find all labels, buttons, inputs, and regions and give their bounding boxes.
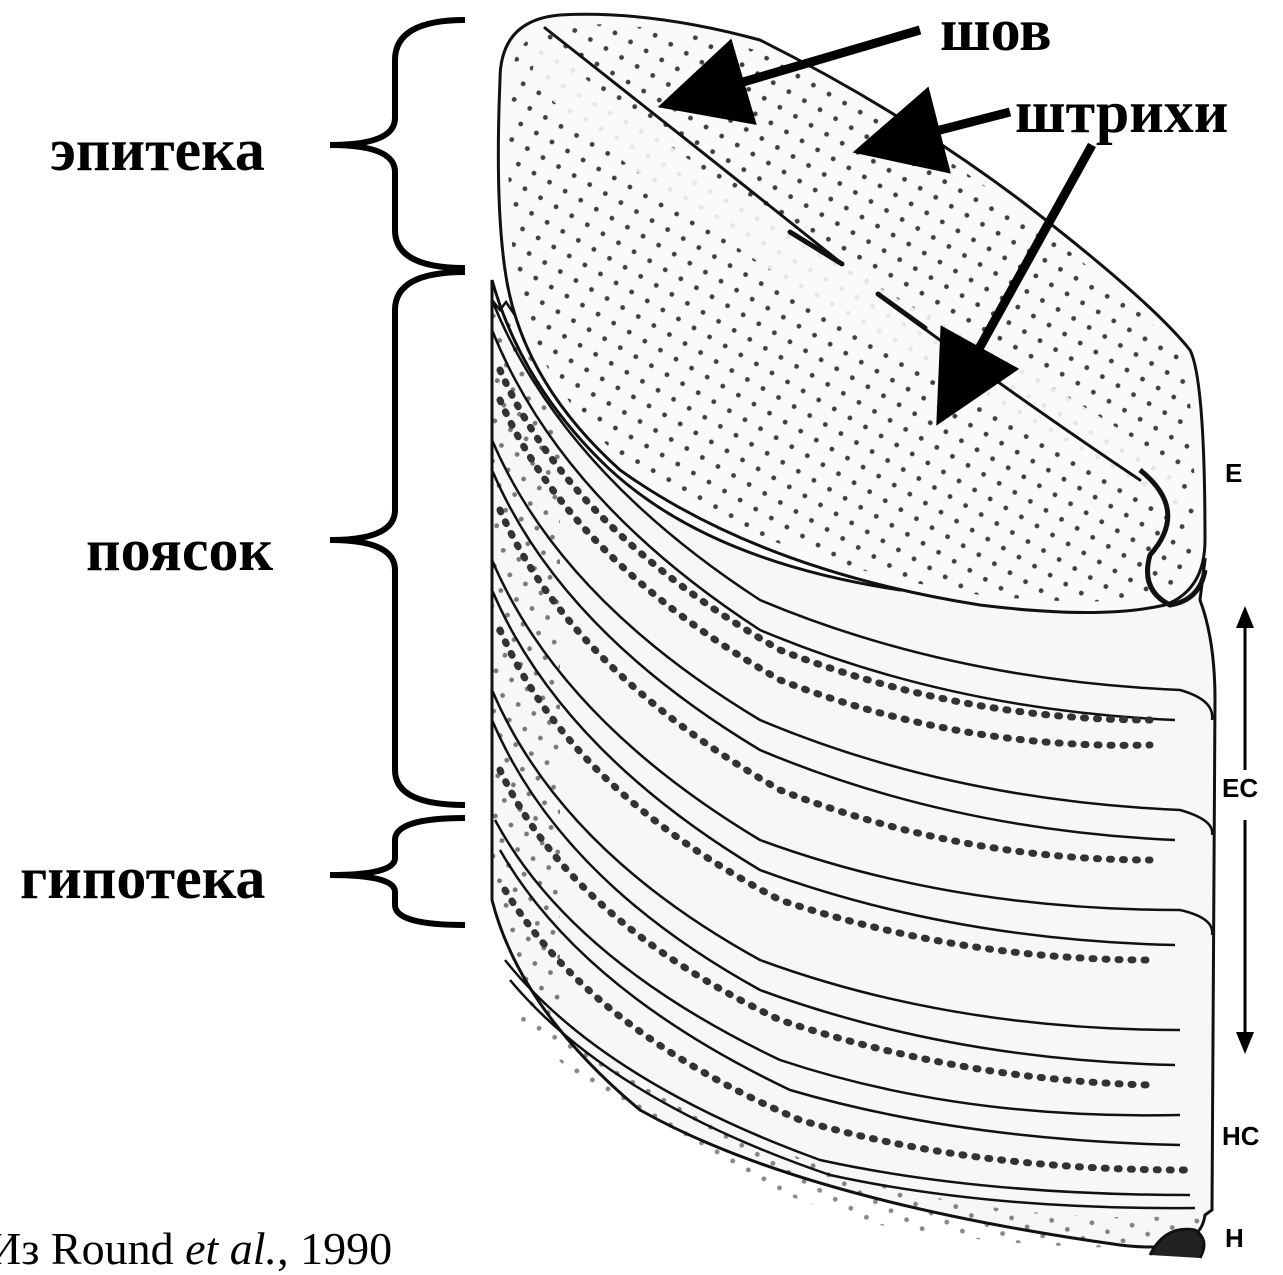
frustule-illustration — [492, 14, 1215, 1258]
girdle-label: поясок — [86, 520, 273, 580]
credit-italic: et al. — [185, 1223, 277, 1274]
hypotheca-label: гипотека — [20, 848, 265, 908]
raphe-label: шов — [940, 0, 1052, 60]
girdle-brace — [330, 272, 465, 805]
epitheca-label: эпитека — [50, 120, 265, 180]
side-label-hc: HC — [1222, 1123, 1260, 1149]
source-credit: Из Round et al., 1990 — [0, 1222, 392, 1275]
ec-double-arrow — [1236, 606, 1254, 1054]
side-label-e: E — [1225, 460, 1242, 486]
side-label-ec: EC — [1222, 775, 1258, 801]
credit-prefix: Из Round — [0, 1223, 185, 1274]
epitheca-brace — [330, 20, 465, 268]
hypotheca-brace — [330, 818, 465, 925]
side-label-h: H — [1225, 1225, 1244, 1251]
credit-suffix: , 1990 — [277, 1223, 392, 1274]
striae-label: штрихи — [1015, 82, 1228, 142]
